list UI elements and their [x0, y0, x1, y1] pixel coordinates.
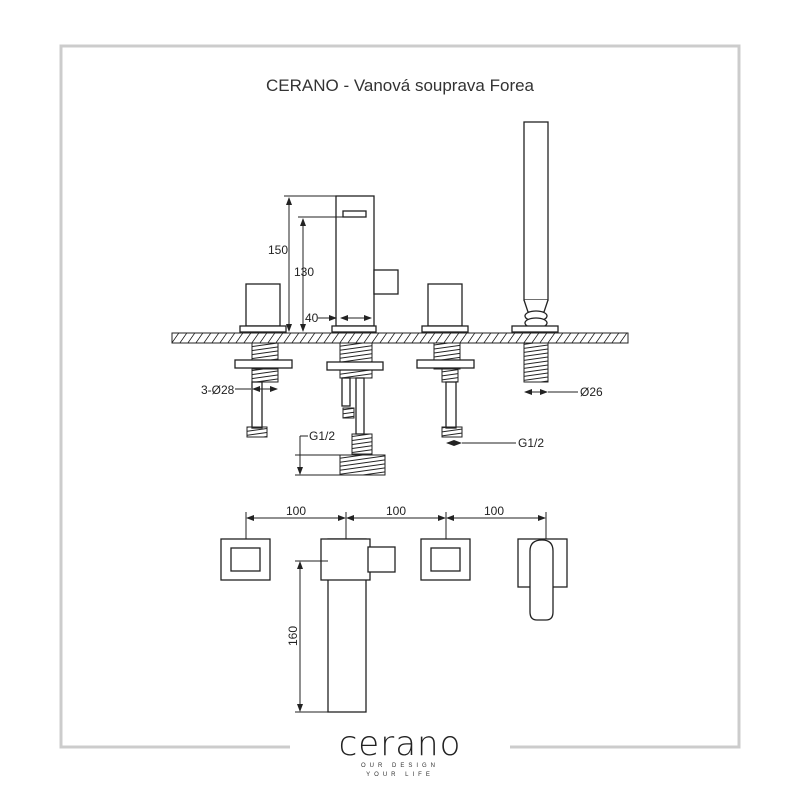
bath-spout — [326, 195, 399, 476]
dim-shower-diameter: Ø26 — [580, 385, 603, 399]
left-valve-handle — [234, 283, 293, 438]
deck-section — [171, 332, 629, 344]
logo-wordmark: cerano — [338, 724, 462, 764]
elevation-dimensions — [235, 195, 578, 476]
logo-tagline-2: YOUR LIFE — [366, 772, 434, 778]
dim-hole-diameter: 3-Ø28 — [201, 383, 235, 397]
dim-spacing-1: 100 — [286, 504, 306, 518]
hand-shower — [511, 121, 559, 383]
right-valve-handle — [416, 283, 475, 438]
frame-border — [59, 44, 741, 749]
dim-spacing-3: 100 — [484, 504, 504, 518]
dim-depth-160: 160 — [286, 626, 300, 646]
dim-150: 150 — [268, 243, 288, 257]
dim-40: 40 — [305, 311, 319, 325]
brand-logo: cerano OUR DESIGN YOUR LIFE — [290, 726, 510, 780]
diverter-button — [373, 269, 399, 295]
drawing-title: CERANO - Vanová souprava Forea — [265, 76, 535, 95]
dim-g-right: G1/2 — [518, 436, 544, 450]
dim-g-left: G1/2 — [309, 429, 335, 443]
logo-tagline-1: OUR DESIGN — [360, 763, 439, 769]
dim-spacing-2: 100 — [386, 504, 406, 518]
dim-130: 130 — [294, 265, 314, 279]
plan-view — [220, 512, 568, 713]
